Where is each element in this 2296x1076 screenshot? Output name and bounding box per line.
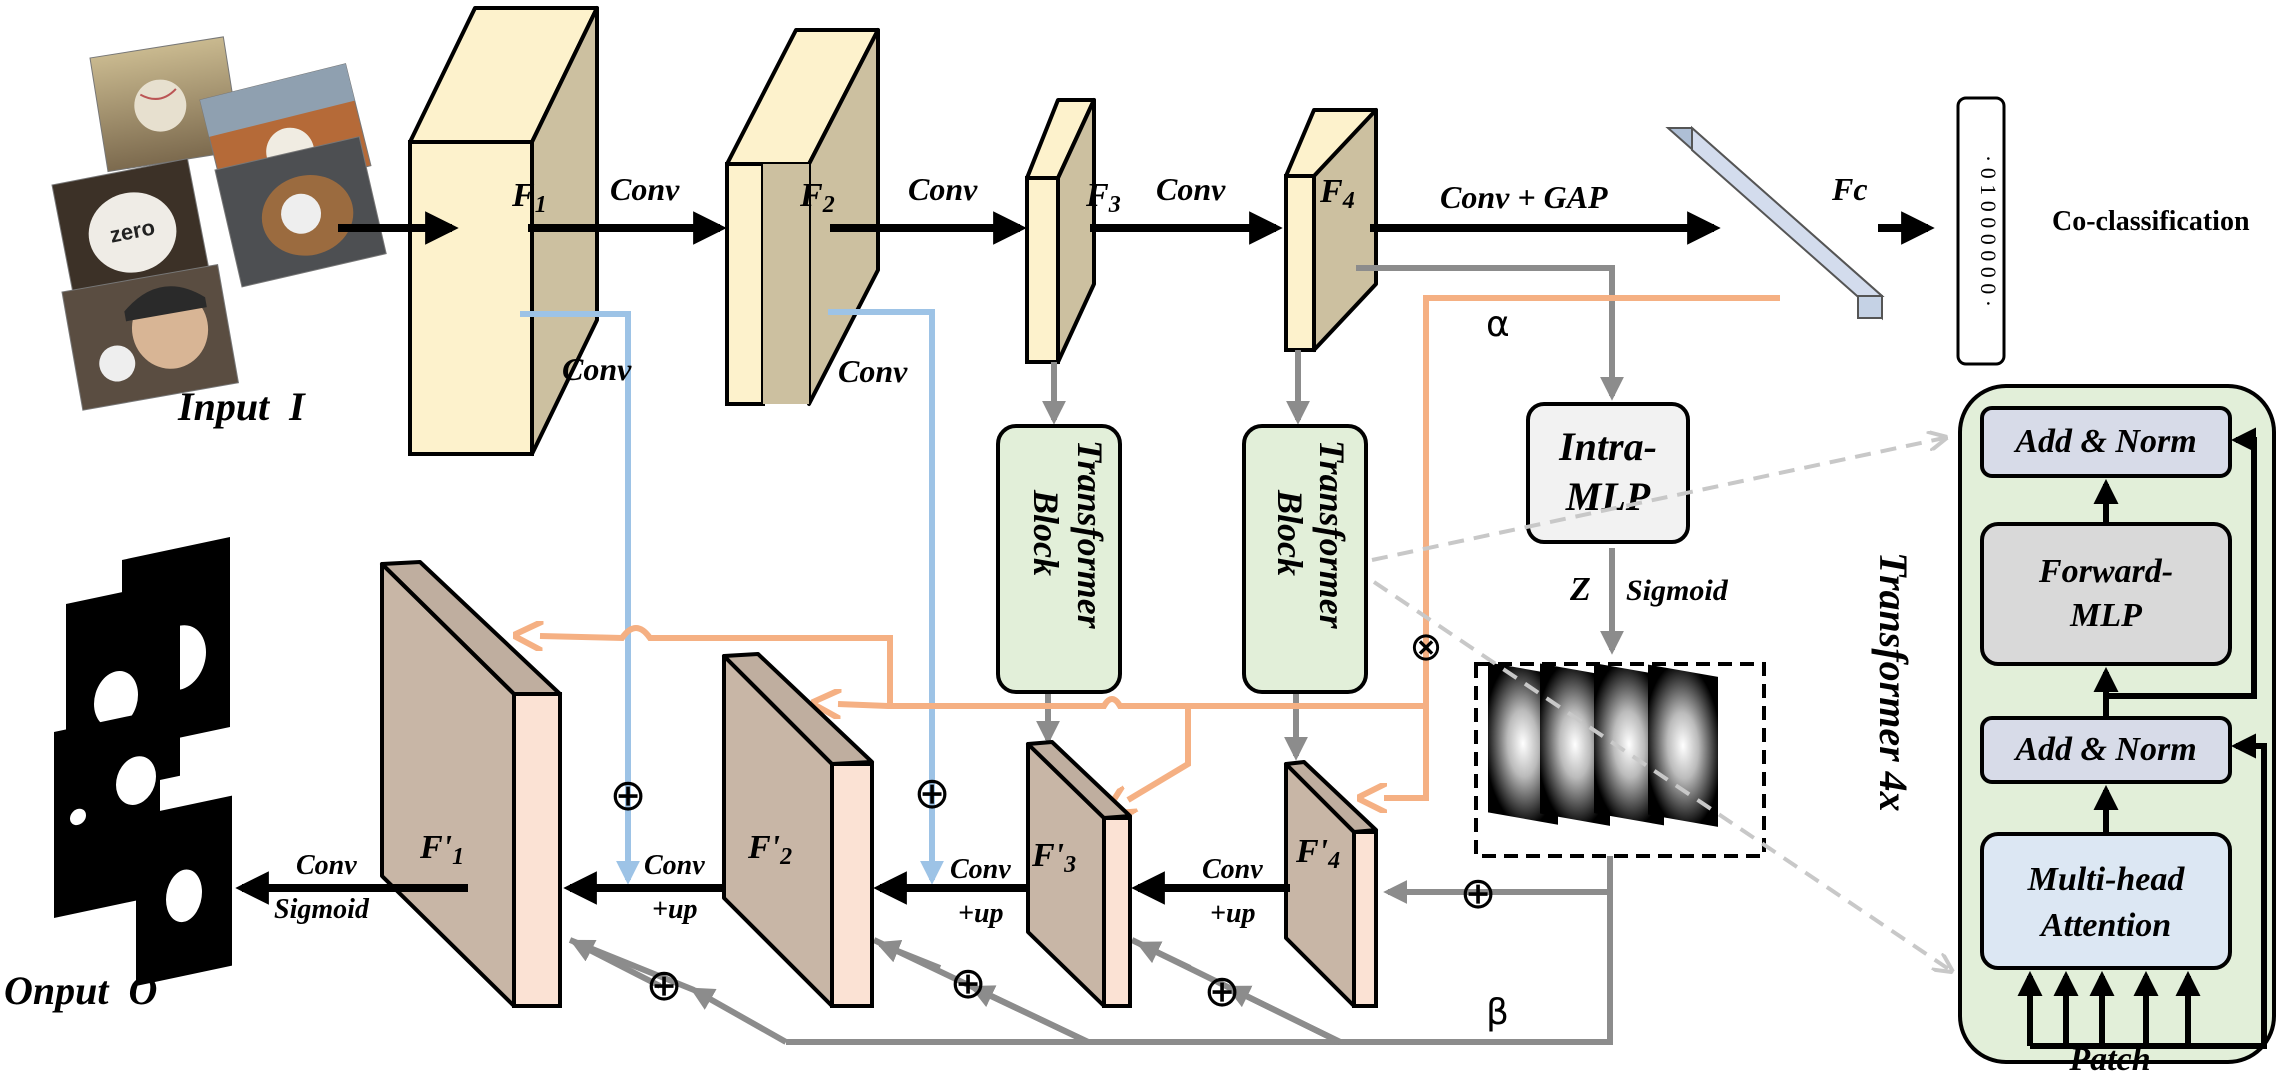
f2-label: F2 [799,177,835,218]
up-conv-label-3: Conv [950,854,1011,885]
decoder-block-f2 [722,652,874,1008]
co-classification-label: Co-classification [2052,206,2250,237]
f1-label: F1 [511,177,547,218]
classification-vector-box [1956,96,2006,366]
skip-conv-label-1: Conv [562,351,632,387]
svg-text:Intra-: Intra- [1558,424,1657,469]
attention-box [1980,832,2232,970]
up-conv-label-4: Conv [1202,854,1263,885]
add-norm-bottom-label: Add & Norm [2013,731,2196,768]
svg-text:MLP: MLP [1565,474,1651,519]
oplus-symbols: ⊕ ⊕ ⊕ ⊕ ⊕ ⊕ [610,768,1497,1017]
decoder-f1-label: F'1 [419,829,464,870]
sigmoid-label: Sigmoid [1626,574,1729,607]
forward-mlp-label-1: Forward- [2038,553,2173,590]
svg-text:⊕: ⊕ [914,768,951,819]
skip-conv-label-2: Conv [838,353,908,389]
svg-text:⊕: ⊕ [646,960,683,1011]
decoder-f3-label: F'3 [1031,837,1076,878]
input-label: Input I [177,384,306,429]
input-photo-glove [214,136,387,288]
patch-label: Patch [2068,1041,2150,1076]
up-label-3: +up [958,898,1004,929]
input-image-stack: zero [51,36,387,411]
conv-gap-label: Conv + GAP [1440,179,1608,215]
transformer-block-4: Transformer Block [1242,424,1368,694]
svg-text:Transformer: Transformer [1312,440,1352,630]
callout-lines [1371,438,1950,970]
svg-text:Block: Block [1026,489,1066,576]
fc-label: Fc [1831,171,1868,207]
decoder-block-f4 [1284,760,1378,1008]
add-norm-top-box [1980,406,2232,478]
gray-flow-arrows [568,265,1624,1045]
classification-vector: · 0 1 0 0 0 0 0 0 · [1976,155,2001,307]
up-conv-label-2: Conv [644,850,705,881]
decoder-f2-label: F'2 [747,829,792,870]
z-label: Z [1569,571,1591,608]
fc-bar [1665,125,1885,321]
forward-mlp-label-2: MLP [2069,597,2142,634]
f3-label: F3 [1085,177,1121,218]
attention-maps [1474,662,1766,858]
svg-text:Transformer: Transformer [1070,440,1110,630]
feature-block-f4 [1284,108,1378,352]
conv-label-1: Conv [610,171,680,207]
input-photo-ball-in-air [89,36,242,173]
intra-mlp-box: Intra- MLP [1526,402,1690,544]
forward-mlp-box [1980,522,2232,666]
feature-block-f3 [1025,98,1096,364]
transformer-detail-title: Transformer 4x [1871,552,1916,812]
add-norm-top-label: Add & Norm [2013,423,2196,460]
svg-text:⊕: ⊕ [950,958,987,1009]
feature-block-f2 [725,28,880,406]
decoder-block-f3 [1026,740,1132,1008]
decoder-f4-label: F'4 [1295,833,1340,874]
conv-label-3: Conv [1156,171,1226,207]
f4-label: F4 [1319,173,1355,214]
beta-label: β [1486,992,1509,1033]
transformer-detail-panel: Add & Norm Forward- MLP Add & Norm Multi… [1958,384,2276,1076]
out-conv-label: Conv [296,850,357,881]
input-photo-boy [61,263,240,411]
attention-label-2: Attention [2039,907,2171,944]
decoder-block-f1 [380,560,562,1008]
output-mask-stack [54,537,232,986]
input-photo-zero-ball: zero [51,158,212,309]
svg-text:⊕: ⊕ [610,770,647,821]
svg-text:⊕: ⊕ [1204,966,1241,1017]
alpha-label: α [1486,304,1510,345]
transformer-block-3: Transformer Block [996,424,1122,694]
skip-connections [520,309,944,885]
otimes-symbol: ⊗ [1409,624,1443,670]
output-label: Onput O [4,968,157,1013]
up-label-2: +up [652,894,698,925]
svg-text:⊕: ⊕ [1460,868,1497,919]
up-label-4: +up [1210,898,1256,929]
conv-label-2: Conv [908,171,978,207]
svg-text:Block: Block [1270,489,1310,576]
out-sigmoid-label: Sigmoid [274,894,370,925]
attention-label-1: Multi-head [2027,861,2186,898]
feature-block-f1 [408,6,599,456]
